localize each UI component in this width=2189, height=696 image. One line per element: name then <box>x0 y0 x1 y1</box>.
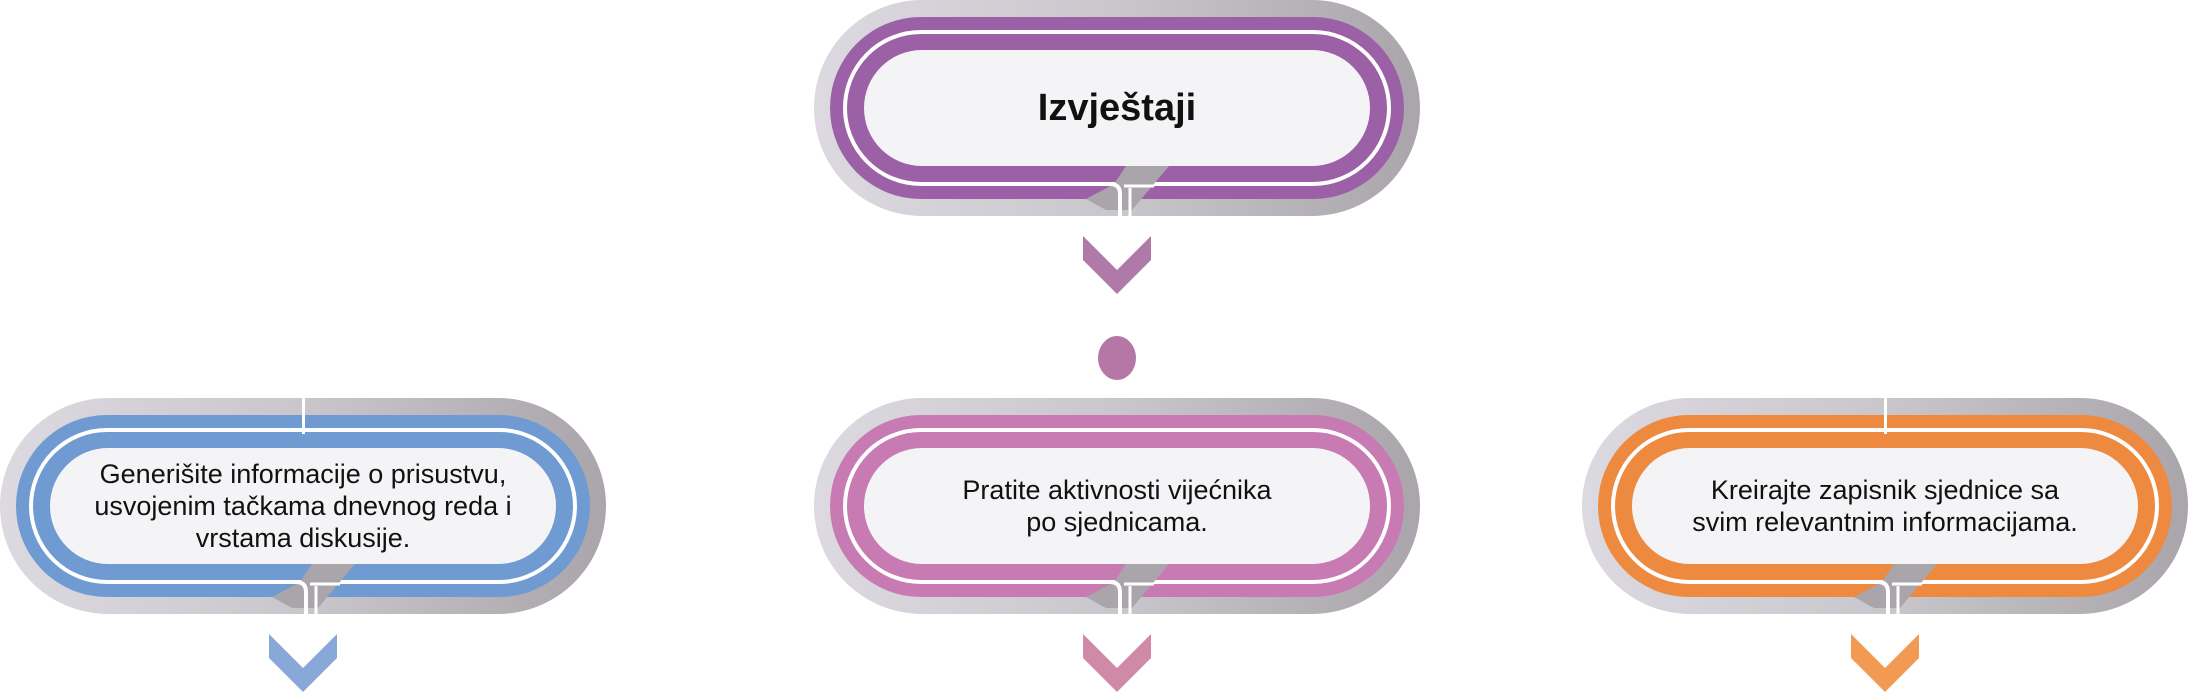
title-node: Izvještaji <box>814 0 1420 216</box>
connector-line <box>302 398 305 434</box>
node-councillor-activity: Pratite aktivnosti vijećnika po sjednica… <box>814 398 1420 614</box>
node-label: Pratite aktivnosti vijećnika po sjednica… <box>962 475 1272 537</box>
chevron-down-icon <box>269 634 337 692</box>
node-label: Generišite informacije o prisustvu, usvo… <box>94 459 512 553</box>
chevron-shape <box>1083 634 1151 692</box>
chevron-shape <box>269 634 337 692</box>
chevron-down-icon <box>1083 236 1151 294</box>
chevron-shape <box>1851 634 1919 692</box>
pill-frame <box>0 398 606 614</box>
connector-dot <box>1098 336 1136 380</box>
pill-frame <box>814 0 1420 216</box>
chevron-down-icon <box>1851 634 1919 692</box>
pill-frame <box>1582 398 2188 614</box>
connector-line <box>1884 398 1887 434</box>
node-session-minutes: Kreirajte zapisnik sjednice sa svim rele… <box>1582 398 2188 614</box>
chevron-down-icon <box>1083 634 1151 692</box>
title-node-label: Izvještaji <box>1037 87 1197 129</box>
chevron-shape <box>1083 236 1151 294</box>
pill-frame <box>814 398 1420 614</box>
node-attendance-info: Generišite informacije o prisustvu, usvo… <box>0 398 606 614</box>
node-label: Kreirajte zapisnik sjednice sa svim rele… <box>1692 475 2078 537</box>
